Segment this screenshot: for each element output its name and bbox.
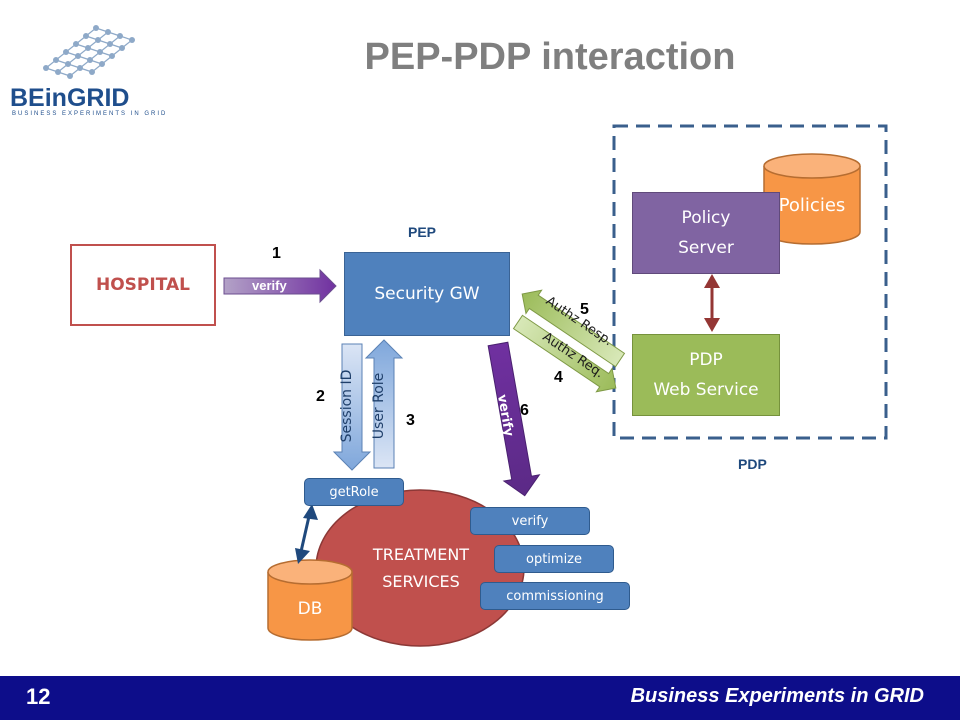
optimize-op-pill: optimize: [494, 545, 614, 573]
policy-server-label-2: Server: [678, 238, 734, 258]
treatment-services-label-1: TREATMENT: [372, 545, 470, 564]
verify-arrow-6: [487, 341, 541, 497]
pdp-label: PDP: [738, 456, 767, 472]
pdp-web-service-label-2: Web Service: [653, 380, 759, 400]
pdp-boundary: [612, 124, 888, 440]
step-2: 2: [316, 388, 325, 405]
step-5: 5: [580, 301, 589, 318]
authz-resp-arrow: [521, 289, 626, 368]
user-role-arrow: [364, 339, 404, 469]
step-1: 1: [272, 245, 281, 262]
policy-server-box: Policy Server: [632, 192, 780, 274]
treatment-services-label: TREATMENT SERVICES: [346, 538, 496, 598]
logo-wordmark: BEinGRID: [10, 84, 130, 112]
pdp-web-service-box: PDP Web Service: [632, 334, 780, 416]
getrole-pill: getRole: [304, 478, 404, 506]
user-role-label: User Role: [371, 372, 387, 440]
page-title: PEP-PDP interaction: [364, 36, 736, 78]
logo-tagline: BUSINESS EXPERIMENTS IN GRID: [12, 111, 168, 117]
getrole-db-connector: [295, 504, 318, 564]
session-id-label: Session ID: [339, 369, 355, 443]
pep-label: PEP: [408, 224, 437, 240]
verify-arrow-1: [223, 268, 337, 304]
step-6: 6: [520, 402, 529, 419]
policies-cylinder: [763, 153, 861, 245]
policies-label: Policies: [778, 194, 846, 216]
session-id-arrow: [332, 343, 372, 471]
treatment-services-label-2: SERVICES: [382, 572, 460, 591]
commissioning-op-pill: commissioning: [480, 582, 630, 610]
policy-pdp-connector: [704, 274, 720, 332]
pdp-web-service-label-1: PDP: [689, 350, 723, 370]
verify-op-pill: verify: [470, 507, 590, 535]
step-3: 3: [406, 412, 415, 429]
step-4: 4: [554, 369, 563, 386]
hospital-box: HOSPITAL: [70, 244, 216, 326]
security-gw-box: Security GW: [344, 252, 510, 336]
db-label: DB: [297, 599, 323, 619]
page-number: 12: [26, 684, 51, 709]
authz-req-arrow: [512, 314, 617, 393]
footer-bar: [0, 676, 960, 720]
beingrid-logo: [43, 25, 135, 79]
policy-server-label-1: Policy: [681, 208, 731, 228]
db-cylinder: [267, 559, 353, 641]
footer-title: Business Experiments in GRID: [630, 685, 924, 707]
verify-arrow-1-label: verify: [252, 278, 287, 293]
